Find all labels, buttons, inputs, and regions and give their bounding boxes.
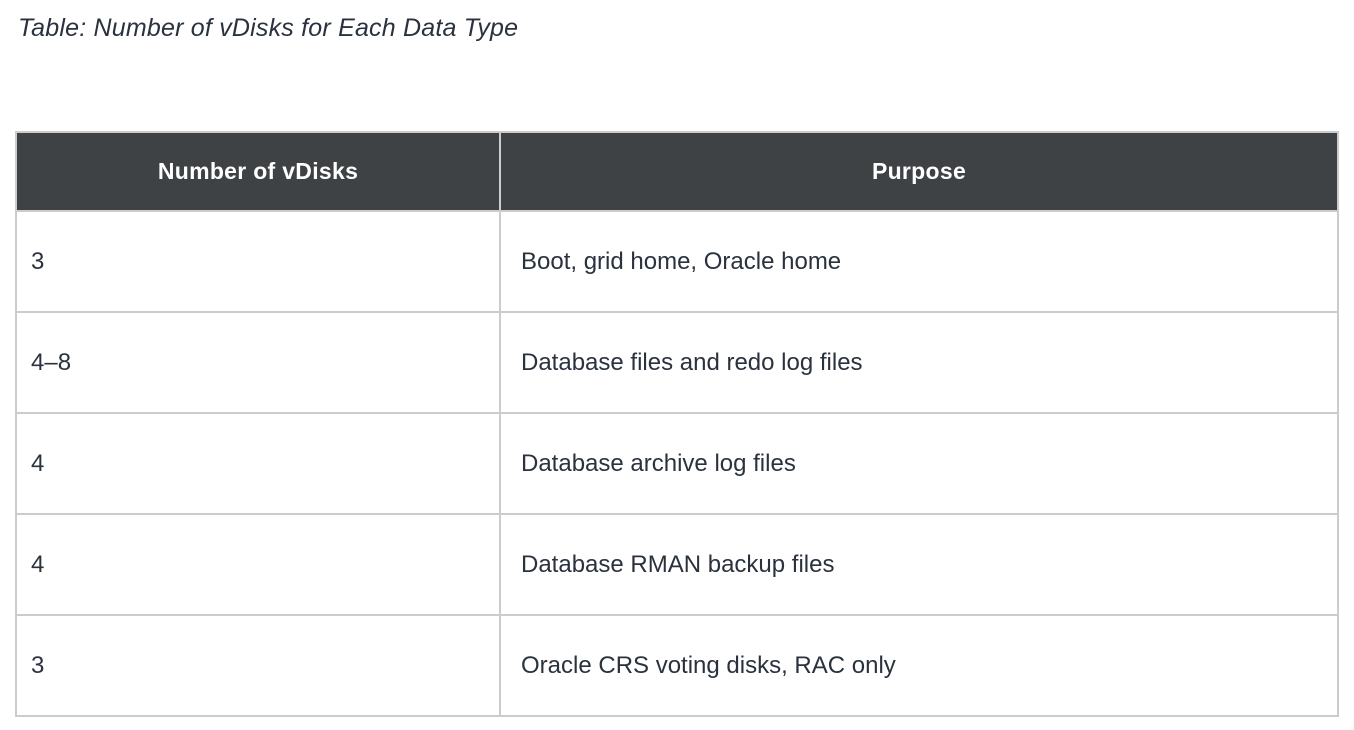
cell-vdisks: 4	[15, 513, 501, 616]
cell-vdisks: 4–8	[15, 311, 501, 414]
column-header-number-of-vdisks: Number of vDisks	[15, 131, 501, 212]
cell-purpose: Database RMAN backup files	[499, 513, 1339, 616]
table-row: 4 Database RMAN backup files	[15, 513, 1339, 616]
table-row: 4–8 Database files and redo log files	[15, 311, 1339, 414]
cell-vdisks: 4	[15, 412, 501, 515]
cell-purpose: Database archive log files	[499, 412, 1339, 515]
table-header-row: Number of vDisks Purpose	[15, 131, 1339, 212]
table-row: 3 Boot, grid home, Oracle home	[15, 210, 1339, 313]
cell-purpose: Database files and redo log files	[499, 311, 1339, 414]
table-caption: Table: Number of vDisks for Each Data Ty…	[18, 14, 519, 42]
cell-purpose: Boot, grid home, Oracle home	[499, 210, 1339, 313]
cell-purpose: Oracle CRS voting disks, RAC only	[499, 614, 1339, 717]
vdisks-table: Number of vDisks Purpose 3 Boot, grid ho…	[15, 131, 1339, 717]
table-row: 3 Oracle CRS voting disks, RAC only	[15, 614, 1339, 717]
cell-vdisks: 3	[15, 210, 501, 313]
table-row: 4 Database archive log files	[15, 412, 1339, 515]
column-header-purpose: Purpose	[499, 131, 1339, 212]
cell-vdisks: 3	[15, 614, 501, 717]
